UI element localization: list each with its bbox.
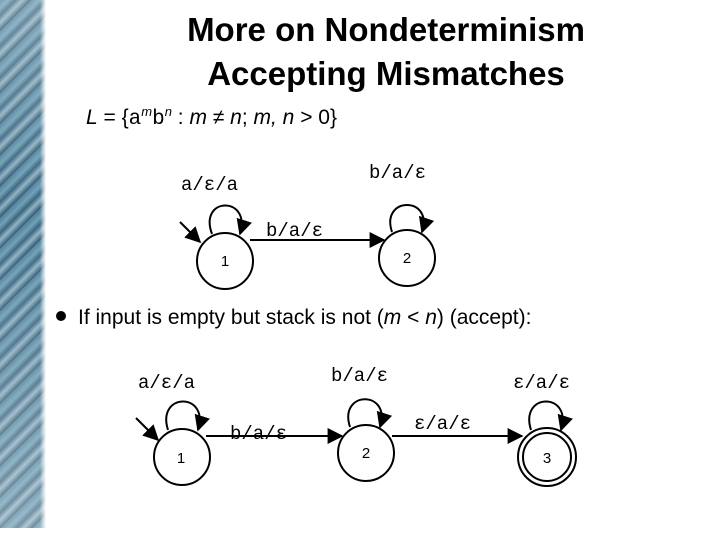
- d1-state-1: [196, 232, 254, 290]
- d1-state-2-label: 2: [403, 250, 411, 267]
- exponent-n: n: [164, 104, 172, 119]
- semicolon: ;: [241, 106, 254, 129]
- symbol-b: b: [152, 108, 165, 131]
- d1-loop-1: [208, 204, 252, 236]
- colon: :: [171, 106, 190, 129]
- language-name: L: [86, 106, 98, 129]
- d2-loop-1: [165, 400, 210, 432]
- d1-start-arrow: [179, 221, 202, 244]
- language-definition: L = {ambn : m ≠ n; m, n > 0}: [86, 104, 337, 131]
- exponent-m: m: [141, 104, 153, 119]
- d2-edge-1-2-label: b/a/ε: [230, 423, 287, 445]
- d1-state-1-label: 1: [221, 253, 229, 270]
- bullet-less-than: <: [401, 306, 426, 329]
- d2-state-3-label: 3: [543, 450, 551, 467]
- d2-state-3-outer: [517, 427, 577, 487]
- symbol-a: a: [128, 108, 142, 131]
- diagram1: 1 2 a/ε/a b/a/ε b/a/ε: [179, 162, 436, 290]
- d2-loop-3-label: ε/a/ε: [513, 372, 570, 394]
- bullet-text-after: ) (accept):: [436, 306, 532, 329]
- d2-edge-2-3-label: ε/a/ε: [414, 413, 471, 435]
- slide-title-line2: Accepting Mismatches: [207, 55, 565, 92]
- greater-than-zero: > 0}: [294, 106, 337, 129]
- d1-edge-1-2-label: b/a/ε: [266, 220, 323, 242]
- d2-loop-3: [528, 400, 573, 432]
- vars-m-n: m, n: [253, 106, 295, 129]
- d2-state-1-label: 1: [177, 450, 185, 467]
- d2-state-2: [337, 424, 395, 482]
- slide-title-line1: More on Nondeterminism: [187, 11, 585, 48]
- bullet-point: If input is empty but stack is not (m < …: [56, 306, 531, 330]
- d1-loop-1-label: a/ε/a: [181, 174, 238, 196]
- var-m: m: [189, 106, 207, 129]
- d2-loop-2-label: b/a/ε: [331, 365, 388, 387]
- d2-state-2-label: 2: [362, 445, 370, 462]
- d2-state-3-accepting-ring: [522, 432, 572, 482]
- d1-state-2: [378, 229, 436, 287]
- bullet-text-before: If input is empty but stack is not (: [78, 306, 384, 329]
- bullet-var-n: n: [425, 306, 437, 329]
- decorative-side-strip: [0, 0, 46, 528]
- bullet-var-m: m: [383, 306, 402, 329]
- equals-open: = {: [97, 106, 129, 129]
- d2-loop-2: [347, 398, 393, 429]
- not-equal: ≠: [206, 106, 231, 129]
- diagram2: 1 2 3 a/ε/a b/a/ε ε/a/ε b/a/ε ε/a/ε: [135, 365, 577, 487]
- d1-loop-2-label: b/a/ε: [369, 162, 426, 184]
- d1-loop-2: [389, 204, 435, 234]
- bullet-dot-icon: [56, 311, 66, 322]
- d2-start-arrow: [135, 417, 160, 442]
- d2-loop-1-label: a/ε/a: [138, 372, 195, 394]
- var-n: n: [230, 106, 242, 129]
- d2-state-1: [153, 428, 211, 486]
